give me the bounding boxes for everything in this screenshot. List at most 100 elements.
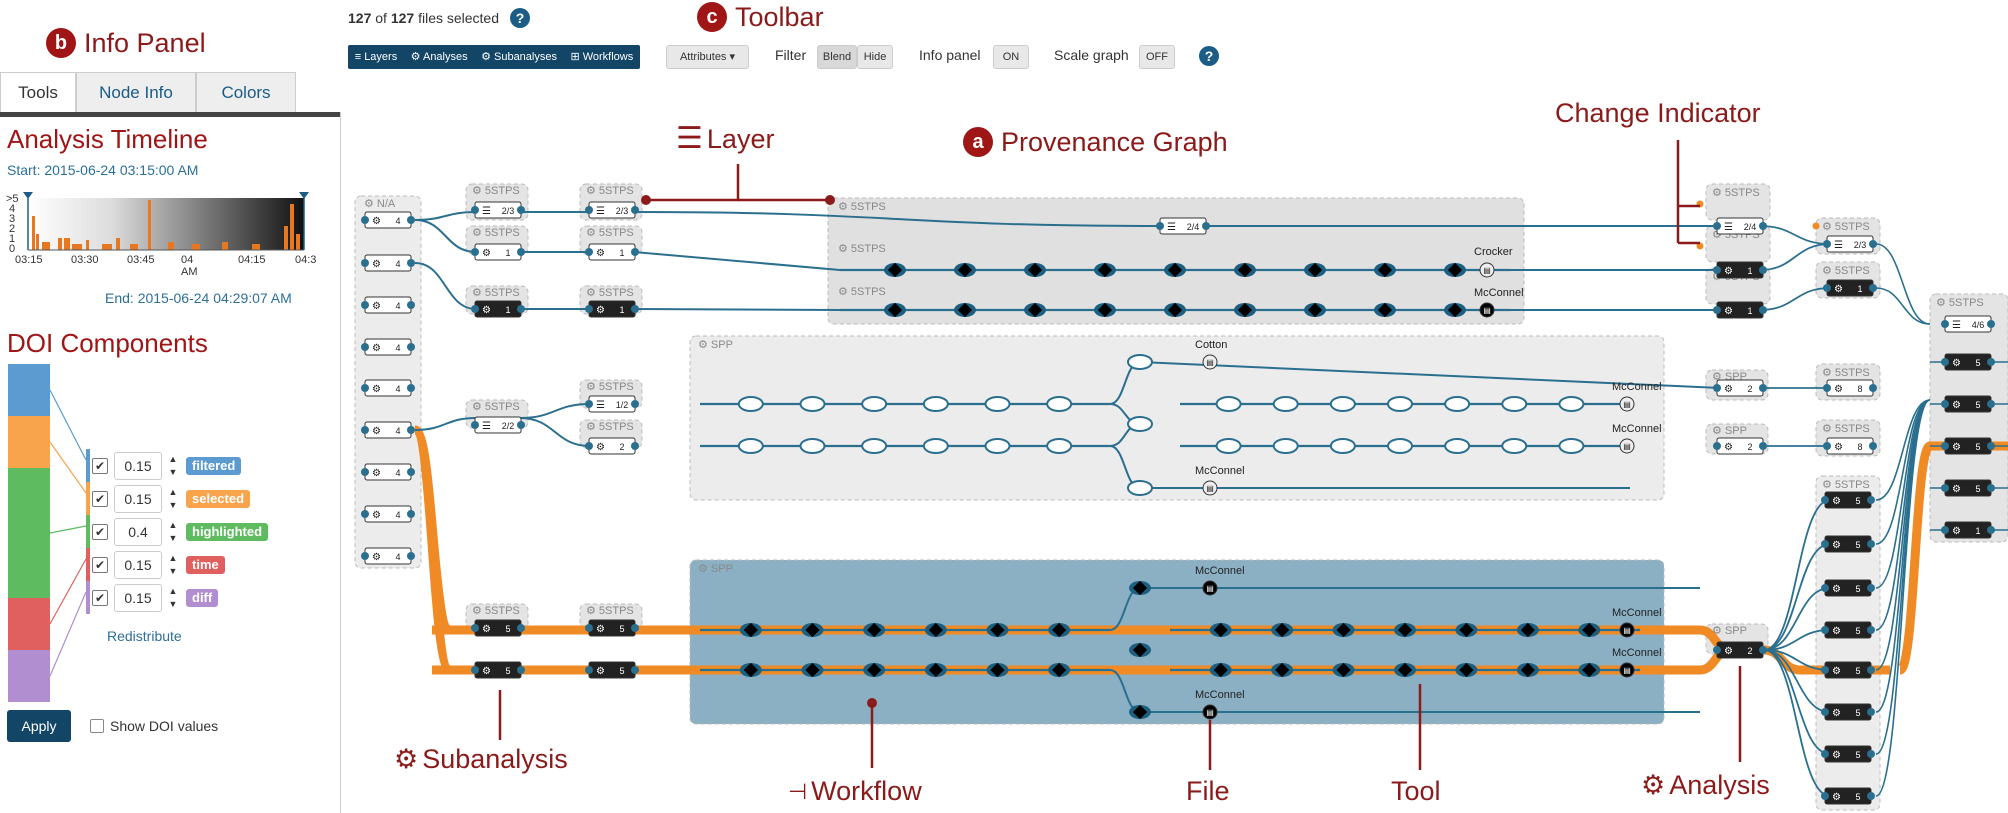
- doi-checkbox-highlighted[interactable]: ✔: [92, 523, 108, 540]
- port: [1867, 792, 1875, 800]
- file-icon-mcconnel-hl-b: ▤: [1623, 666, 1631, 675]
- subanalysis-node-2-icon: ⚙: [482, 305, 491, 316]
- doi-stepper-highlighted[interactable]: ▲▼: [168, 519, 178, 543]
- info-panel-toggle[interactable]: ON: [993, 45, 1029, 69]
- toolbar-help-icon[interactable]: ?: [1199, 46, 1219, 66]
- input-node-4-count: 4: [395, 384, 400, 394]
- port: [1867, 666, 1875, 674]
- subanalysis-node-5-count: 2: [619, 442, 624, 452]
- doi-bar-highlighted: [8, 468, 50, 598]
- layers-button[interactable]: ≡ Layers: [354, 51, 398, 63]
- doi-input-time[interactable]: 0.15: [114, 550, 162, 579]
- far-group-label-2: ⚙ 5STPS: [1822, 367, 1870, 379]
- spp-analysis-group-label-1: ⚙ SPP: [1712, 425, 1747, 437]
- doi-checkbox-time[interactable]: ✔: [92, 556, 108, 573]
- tool-node-spp-lower-5: [1046, 438, 1073, 454]
- tool-node-core-mcconnel-row-0: [887, 302, 903, 318]
- scale-graph-toggle[interactable]: OFF: [1139, 45, 1175, 69]
- doi-checkbox-selected[interactable]: ✔: [92, 490, 108, 507]
- workflow-icon: ⊣: [788, 778, 808, 804]
- tool-node-core-crocker-row-8: [1447, 262, 1463, 278]
- doi-stepper-selected[interactable]: ▲▼: [168, 486, 178, 510]
- redistribute-link[interactable]: Redistribute: [107, 628, 182, 644]
- tab-tools[interactable]: Tools: [0, 72, 76, 112]
- edge: [1763, 649, 1831, 671]
- port: [631, 206, 639, 214]
- filter-blend-button[interactable]: Blend: [817, 45, 857, 69]
- far-node-2-icon: ⚙: [1834, 384, 1843, 395]
- tool-node-spp-branch-b-1: [1272, 438, 1299, 454]
- tool-node-core-crocker-row-6: [1307, 262, 1323, 278]
- far-node-1-count: 1: [1857, 284, 1862, 294]
- doi-checkbox-diff[interactable]: ✔: [92, 589, 108, 606]
- selection-help-icon[interactable]: ?: [510, 8, 530, 28]
- tool-node-spp-branch-a-3: [1387, 396, 1413, 412]
- port: [585, 248, 593, 256]
- tab-colors[interactable]: Colors: [196, 72, 296, 112]
- edge: [1763, 649, 1831, 713]
- doi-stepper-time[interactable]: ▲▼: [168, 552, 178, 576]
- gear-icon: ⚙: [394, 744, 419, 774]
- spp-panel-highlighted: [689, 559, 1665, 725]
- layer-leader-dot-a: [641, 195, 651, 205]
- file-node-mcconnel-spp-c: [1202, 480, 1218, 496]
- file-icon-mcconnel-top: ▤: [1483, 306, 1491, 315]
- filter-hide-button[interactable]: Hide: [857, 45, 893, 69]
- analyses-button[interactable]: ⚙ Analyses: [410, 51, 468, 63]
- gears-icon: ⚙: [1641, 770, 1666, 800]
- doi-input-highlighted[interactable]: 0.4: [114, 517, 162, 546]
- port: [1941, 320, 1949, 328]
- edge: [1763, 499, 1831, 651]
- doi-stepper-filtered[interactable]: ▲▼: [168, 453, 178, 477]
- workflow-leader-dot: [867, 698, 877, 708]
- tool-node-core-hl-branch-b-5: [1520, 662, 1535, 678]
- tool-node-core-hl-fork-bottom: [1132, 704, 1148, 720]
- subanalysis-node-6-count: 5: [505, 624, 510, 634]
- tool-node-core-mcconnel-row-4: [1167, 302, 1183, 318]
- show-doi-checkbox[interactable]: [90, 719, 104, 733]
- edge: [1875, 399, 1931, 545]
- input-node-0-count: 4: [395, 216, 400, 226]
- edge: [633, 308, 841, 311]
- tool-node-spp-fork-mid: [1127, 416, 1153, 432]
- doi-input-diff[interactable]: 0.15: [114, 583, 162, 612]
- doi-stepper-diff[interactable]: ▲▼: [168, 585, 178, 609]
- subanalysis-group-label-1: ⚙ 5STPS: [586, 227, 634, 239]
- edge-node-2-count: 5: [1975, 442, 1980, 452]
- port: [1821, 584, 1829, 592]
- subanalysis-node-9-count: 5: [619, 666, 624, 676]
- timeline-chart[interactable]: [22, 190, 314, 254]
- tab-node-info[interactable]: Node Info: [76, 72, 196, 112]
- toolbar-annotation: c Toolbar: [697, 2, 824, 32]
- show-doi-values[interactable]: Show DOI values: [90, 718, 218, 734]
- tool-node-core-hl-upper-5: [1052, 622, 1067, 638]
- layer-node-4-icon: ☰: [596, 400, 605, 411]
- file-label-mcconnel-hl-b: McConnel: [1612, 647, 1662, 659]
- edge: [414, 262, 477, 310]
- port: [361, 468, 369, 476]
- subanalysis-group-label-3: ⚙ 5STPS: [586, 287, 634, 299]
- spp-analysis-node-3-count: 2: [1747, 646, 1752, 656]
- file-icon-mcconnel-hl-a: ▤: [1623, 626, 1631, 635]
- apply-button[interactable]: Apply: [7, 710, 71, 742]
- edge-node-3-icon: ⚙: [1952, 484, 1961, 495]
- doi-input-selected[interactable]: 0.15: [114, 484, 162, 513]
- timeline-end-marker: [299, 192, 309, 199]
- subanalysis-node-9-icon: ⚙: [596, 666, 605, 677]
- view-button-group: ≡ Layers ⚙ Analyses ⚙ Subanalyses ⊞ Work…: [348, 45, 640, 69]
- port: [361, 552, 369, 560]
- doi-input-filtered[interactable]: 0.15: [114, 451, 162, 480]
- analysis-annotation: ⚙ Analysis: [1641, 770, 1770, 800]
- port: [1713, 306, 1721, 314]
- layer-node-center-count: 2/4: [1187, 222, 1200, 232]
- tool-node-spp-upper-1: [799, 396, 826, 412]
- workflows-button[interactable]: ⊞ Workflows: [570, 51, 634, 63]
- doi-checkbox-filtered[interactable]: ✔: [92, 457, 108, 474]
- tool-node-core-hl-branch-b-4: [1459, 662, 1474, 678]
- subanalyses-button[interactable]: ⚙ Subanalyses: [481, 51, 557, 63]
- tool-node-core-crocker-row-2: [1027, 262, 1043, 278]
- attributes-dropdown[interactable]: Attributes ▾: [666, 45, 749, 69]
- right-node-1-count: 1: [1747, 266, 1752, 276]
- file-label-mcconnel-hl-a: McConnel: [1612, 607, 1662, 619]
